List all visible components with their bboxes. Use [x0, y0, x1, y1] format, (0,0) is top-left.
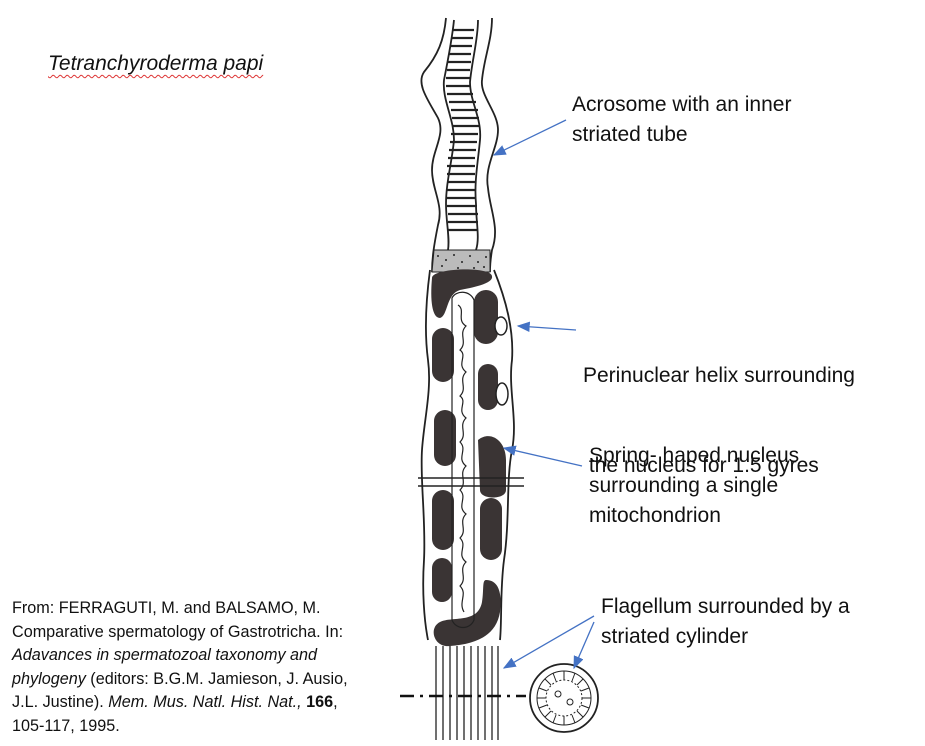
acrosome-base: [431, 249, 491, 273]
mitochondrion: [451, 291, 475, 629]
citation-line-5: J.L. Justine). Mem. Mus. Natl. Hist. Nat…: [12, 691, 392, 715]
citation: From: FERRAGUTI, M. and BALSAMO, M. Comp…: [12, 597, 392, 739]
perinuclear-bodies: [494, 316, 509, 406]
citation-line-3: Adavances in spermatozoal taxonomy and: [12, 644, 392, 668]
flagellum-cross-section: [529, 663, 599, 733]
citation-editors-2: J.L. Justine).: [12, 693, 109, 712]
species-title: Tetranchyroderma papi: [48, 52, 264, 75]
citation-line-1: From: FERRAGUTI, M. and BALSAMO, M.: [12, 599, 321, 617]
acrosome-arrow: [492, 119, 567, 156]
nucleus-label-line-2: surrounding a single: [589, 474, 779, 497]
acrosome-striations: [446, 28, 479, 232]
perinuclear-label-line-1: Perinuclear helix surrounding: [583, 364, 855, 387]
perinuclear-label-line-2: the nucleus for 1.5 gyres: [583, 454, 819, 477]
flagellum-arrow-right: [573, 621, 595, 670]
citation-line-6: 105-117, 1995.: [12, 716, 120, 735]
perinuclear-arrow: [516, 321, 577, 332]
flagellum: [435, 646, 499, 740]
flagellum-label-line-1: Flagellum surrounded by a: [601, 595, 850, 618]
perinuclear-label: Perinuclear helix surrounding the nucleu…: [583, 301, 855, 511]
nucleus-helix: [431, 269, 506, 647]
pointer-arrows: [492, 119, 595, 670]
acrosome-label: Acrosome with an inner striated tube: [572, 90, 791, 150]
citation-line-2: Comparative spermatology of Gastrotricha…: [12, 622, 344, 641]
flagellum-label: Flagellum surrounded by a striated cylin…: [601, 592, 850, 652]
acrosome-stipple: [437, 254, 487, 269]
flagellum-label-line-2: striated cylinder: [601, 625, 749, 648]
flagellum-arrow-left: [502, 615, 595, 669]
nucleus-label-line-1: Spring- haped nucleus: [589, 444, 800, 467]
citation-comma: ,: [333, 693, 338, 712]
nucleus-label: Spring- haped nucleus surrounding a sing…: [589, 441, 799, 531]
book-title-part-1: Adavances in spermatozoal taxonomy and: [12, 646, 318, 665]
citation-line-4: phylogeny (editors: B.G.M. Jamieson, J. …: [12, 668, 392, 692]
citation-editors-1: (editors: B.G.M. Jamieson, J. Ausio,: [85, 669, 348, 688]
nucleus-arrow: [502, 445, 583, 467]
citation-volume: 166: [306, 693, 334, 712]
acrosome-label-line-2: striated tube: [572, 123, 688, 146]
acrosome: [420, 17, 499, 273]
acrosome-label-line-1: Acrosome with an inner: [572, 93, 792, 116]
section-break: [418, 477, 524, 487]
book-title-part-2: phylogeny: [12, 669, 86, 688]
nucleus-label-line-3: mitochondrion: [589, 504, 721, 527]
citation-journal: Mem. Mus. Natl. Hist. Nat.,: [108, 693, 302, 712]
